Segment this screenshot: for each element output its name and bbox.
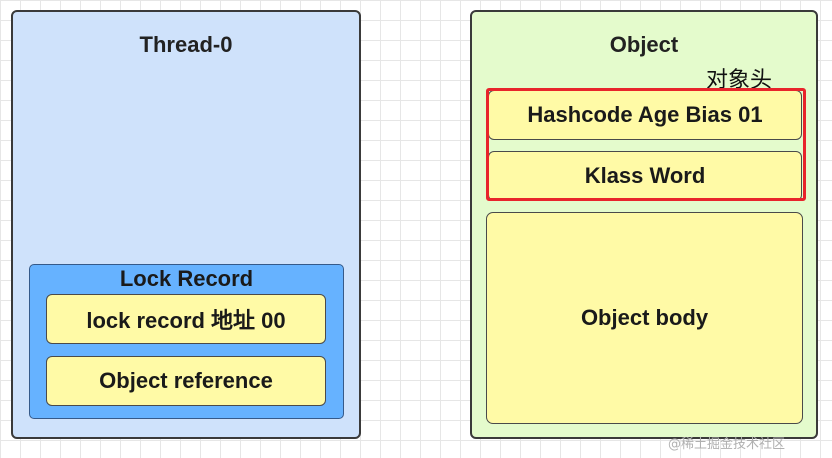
credit-watermark: @稀土掘金技术社区 — [668, 437, 786, 452]
thread-title: Thread-0 — [139, 32, 233, 57]
lock-record-address-field: lock record 地址 00 — [46, 294, 326, 344]
object-body-field: Object body — [486, 212, 803, 424]
mark-word-field: Hashcode Age Bias 01 — [488, 90, 802, 140]
object-title: Object — [609, 32, 679, 57]
object-reference-field: Object reference — [46, 356, 326, 406]
klass-word-field: Klass Word — [488, 151, 802, 201]
object-header-highlight — [486, 88, 806, 201]
lock-record-title: Lock Record — [119, 266, 254, 291]
